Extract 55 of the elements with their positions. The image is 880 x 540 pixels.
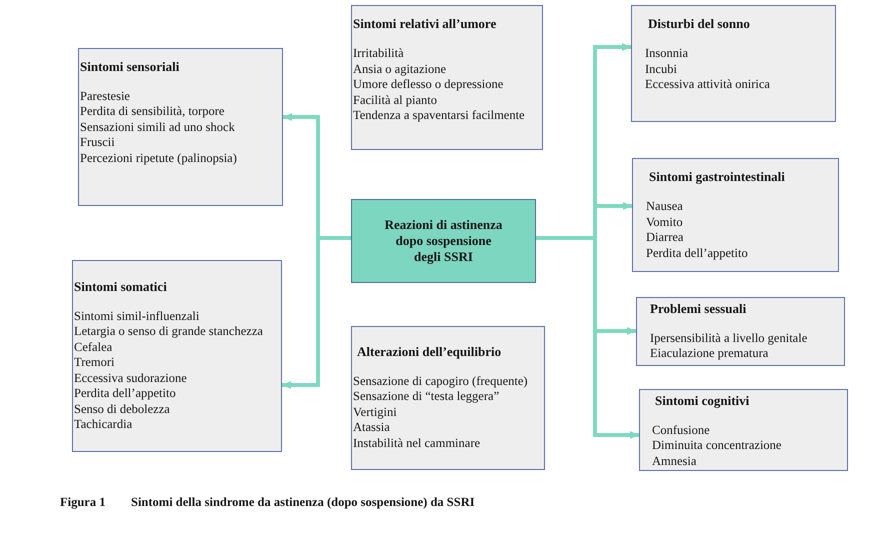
symptom-item: Amnesia <box>652 454 696 469</box>
symptom-item: Diminuita concentrazione <box>652 438 782 454</box>
symptom-item: Eccessiva sudorazione <box>74 370 187 386</box>
category-box <box>632 158 839 272</box>
symptom-item: Tremori <box>74 355 115 370</box>
symptom-item: Cefalea <box>74 340 112 355</box>
box-heading: Sintomi relativi all’umore <box>353 16 496 32</box>
symptom-item: Ipersensibilità a livello genitale <box>650 330 808 346</box>
figure-number: Figura 1 <box>60 494 106 510</box>
symptom-item: Diarrea <box>646 230 684 246</box>
symptom-item: Incubi <box>645 62 677 77</box>
box-heading: Sintomi somatici <box>74 278 167 294</box>
category-box <box>639 389 848 471</box>
figure-caption: Sintomi della sindrome da astinenza (dopo sospensione) da SSRI <box>131 494 475 510</box>
symptom-item: Perdita dell’appetito <box>646 246 748 261</box>
box-heading: Sintomi gastrointestinali <box>649 169 785 185</box>
symptom-item: Parestesie <box>80 88 130 104</box>
symptom-item: Insonnia <box>645 46 688 62</box>
symptom-item: Vomito <box>646 214 683 230</box>
category-box <box>78 48 283 206</box>
box-heading: Problemi sessuali <box>650 300 746 316</box>
box-heading: Sintomi sensoriali <box>80 58 180 74</box>
symptom-item: Eiaculazione prematura <box>650 346 768 362</box>
symptom-item: Sensazione di capogiro (frequente) <box>353 374 528 389</box>
central-box <box>351 199 536 283</box>
symptom-item: Percezioni ripetute (palinopsia) <box>80 150 237 166</box>
symptom-item: Vertigini <box>353 404 397 420</box>
symptom-item: Tachicardia <box>74 417 132 432</box>
symptom-item: Sintomi simil-influenzali <box>74 308 200 324</box>
box-heading: Sintomi cognitivi <box>655 392 750 408</box>
symptom-item: Letargia o senso di grande stanchezza <box>74 324 263 340</box>
category-box <box>72 260 282 452</box>
symptom-item: Facilità al pianto <box>353 92 438 108</box>
symptom-item: Umore deflesso o depressione <box>353 77 504 92</box>
symptom-item: Fruscii <box>80 135 115 150</box>
symptom-item: Eccessiva attività onirica <box>645 77 770 92</box>
symptom-item: Irritabilità <box>353 46 404 62</box>
symptom-item: Confusione <box>652 422 710 438</box>
box-heading: Alterazioni dell’equilibrio <box>357 344 502 360</box>
symptom-item: Perdita di sensibilità, torpore <box>80 104 224 120</box>
symptom-item: Sensazione di “testa leggera” <box>353 389 500 404</box>
symptom-item: Senso di debolezza <box>74 402 170 417</box>
category-box <box>351 326 545 470</box>
category-box <box>636 297 845 366</box>
category-box <box>631 5 836 122</box>
symptom-item: Sensazioni simili ad uno shock <box>80 120 235 135</box>
symptom-item: Atassia <box>353 420 390 436</box>
box-heading: Disturbi del sonno <box>648 16 750 32</box>
central-title: Reazioni di astinenza dopo sospensione degli SSRI <box>384 217 504 265</box>
symptom-item: Tendenza a spaventarsi facilmente <box>353 108 525 124</box>
symptom-item: Ansia o agitazione <box>353 62 446 77</box>
symptom-item: Nausea <box>646 199 683 214</box>
symptom-item: Perdita dell’appetito <box>74 386 176 402</box>
symptom-item: Instabilità nel camminare <box>353 436 480 451</box>
category-box <box>351 5 543 150</box>
